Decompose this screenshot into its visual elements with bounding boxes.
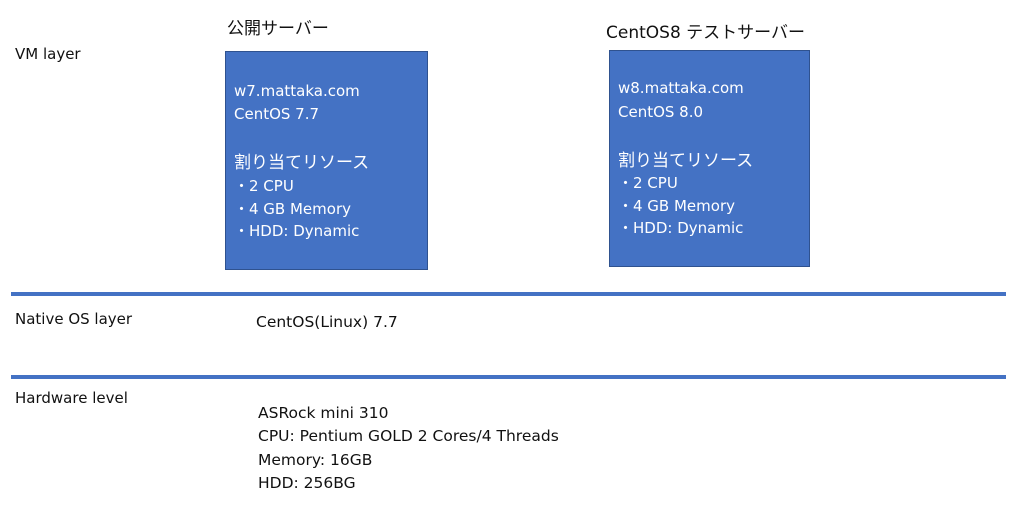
vm1-host: w7.mattaka.com: [234, 82, 360, 100]
vm1-resource-memory: ・4 GB Memory: [234, 200, 351, 218]
vm1-resource-cpu: ・2 CPU: [234, 177, 294, 195]
hardware-memory: Memory: 16GB: [258, 451, 373, 469]
vm-layer-label: VM layer: [15, 45, 81, 63]
vm2-host: w8.mattaka.com: [618, 79, 744, 97]
hardware-level-label: Hardware level: [15, 389, 128, 407]
vm1-os: CentOS 7.7: [234, 105, 320, 123]
native-os-value: CentOS(Linux) 7.7: [256, 313, 398, 331]
vm2-os: CentOS 8.0: [618, 103, 704, 121]
vm1-box: w7.mattaka.com CentOS 7.7 割り当てリソース ・2 CP…: [225, 51, 428, 270]
vm1-title: 公開サーバー: [227, 19, 329, 39]
vm1-resources-title: 割り当てリソース: [234, 153, 370, 173]
hardware-model: ASRock mini 310: [258, 404, 389, 422]
vm2-resource-cpu: ・2 CPU: [618, 174, 678, 192]
vm-native-divider: [11, 292, 1006, 296]
vm1-resource-hdd: ・HDD: Dynamic: [234, 222, 360, 240]
vm2-resource-memory: ・4 GB Memory: [618, 197, 735, 215]
vm2-title: CentOS8 テストサーバー: [606, 23, 805, 43]
native-hardware-divider: [11, 375, 1006, 379]
vm2-resource-hdd: ・HDD: Dynamic: [618, 219, 744, 237]
hardware-cpu: CPU: Pentium GOLD 2 Cores/4 Threads: [258, 427, 559, 445]
native-os-layer-label: Native OS layer: [15, 310, 133, 328]
vm2-resources-title: 割り当てリソース: [618, 151, 754, 171]
hardware-hdd: HDD: 256BG: [258, 474, 356, 492]
vm2-box: w8.mattaka.com CentOS 8.0 割り当てリソース ・2 CP…: [609, 50, 810, 267]
